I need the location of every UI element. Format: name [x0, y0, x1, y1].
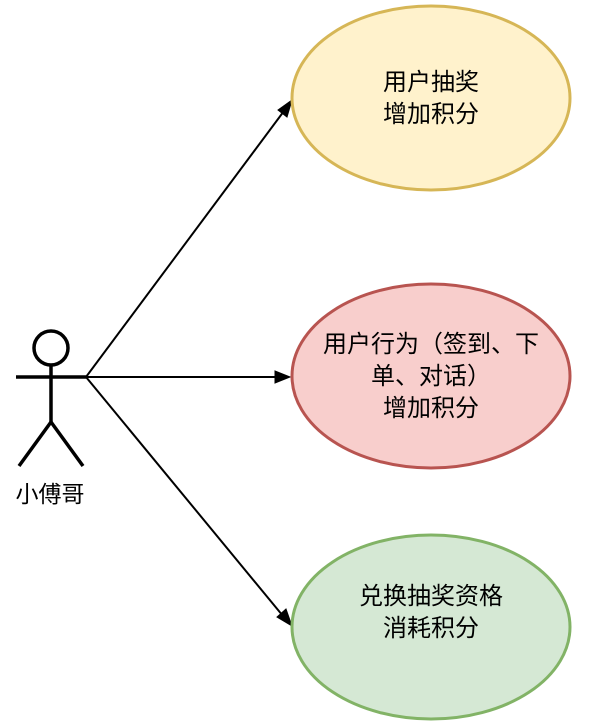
use-case-lottery-ellipse[interactable] [290, 4, 572, 192]
arrowhead-behavior [274, 370, 292, 384]
use-case-lottery-line-2: 增加积分 [383, 100, 479, 128]
use-case-behavior-label: 用户行为（签到、下 单、对话） 增加积分 [286, 282, 576, 470]
actor-left-leg [17, 420, 53, 468]
use-case-behavior-line-3: 增加积分 [383, 394, 479, 422]
arrowhead-redeem [276, 608, 293, 628]
edge-to-lottery [85, 110, 285, 378]
use-case-behavior-ellipse[interactable] [290, 282, 572, 470]
use-case-lottery-label: 用户抽奖 增加积分 [292, 38, 570, 158]
actor-right-leg [49, 420, 85, 468]
association-edges [85, 98, 293, 628]
stick-figure-actor-icon [16, 329, 86, 468]
use-case-redeem-ellipse[interactable] [290, 533, 572, 721]
use-case-redeem-line-1: 兑换抽奖资格 [359, 582, 503, 610]
use-case-lottery-line-1: 用户抽奖 [383, 68, 479, 96]
actor-head [32, 329, 70, 367]
use-case-behavior-line-2: 单、对话） [371, 362, 491, 390]
use-case-redeem-label: 兑换抽奖资格 消耗积分 [292, 552, 570, 672]
actor-label: 小傅哥 [15, 482, 85, 508]
use-case-redeem-line-2: 消耗积分 [383, 614, 479, 642]
arrowhead-lottery [277, 98, 293, 118]
edge-to-redeem [85, 376, 284, 617]
use-case-behavior-line-1: 用户行为（签到、下 [323, 330, 539, 358]
